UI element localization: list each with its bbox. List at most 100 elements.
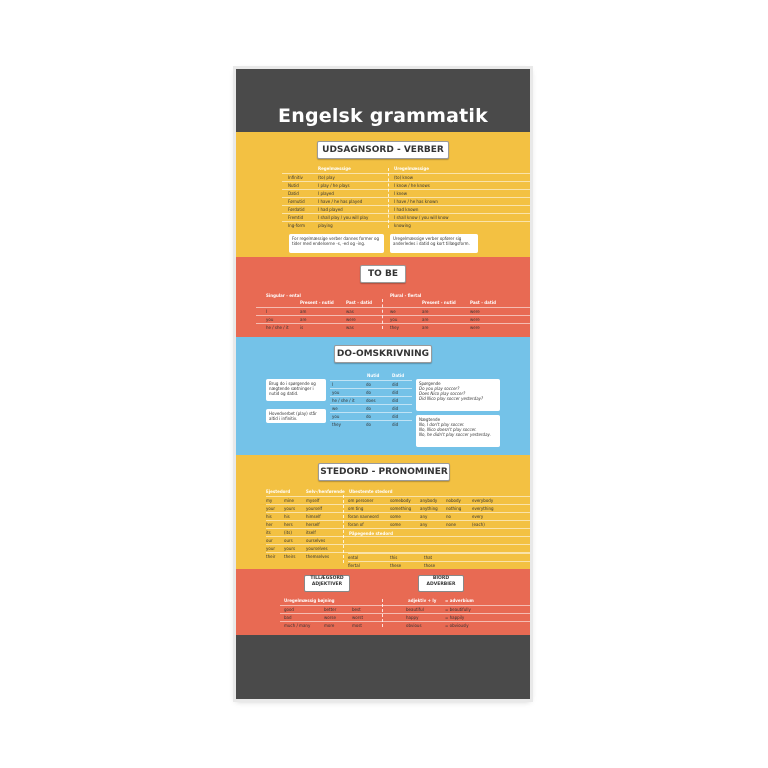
do-pron: you (332, 390, 340, 395)
do-past: did (392, 406, 399, 411)
do-questions-box: Spørgende Do you play soccer?Does Nico p… (416, 379, 500, 411)
verb-irregular: I shall know / you will know (394, 215, 449, 220)
do-past: did (392, 422, 399, 427)
adj-positive: bad (284, 615, 292, 620)
verb-form-label: Datid (288, 191, 299, 196)
tobe-s-pres: am (300, 309, 307, 314)
adj-comparative: more (324, 623, 335, 628)
pronoun-cell: his (284, 514, 290, 519)
pronoun-cell: its (266, 530, 271, 535)
tobe-p-pron: you (390, 317, 398, 322)
pronoun-cell: yours (284, 546, 296, 551)
pronoun-cell: himself (306, 514, 321, 519)
adj-superlative: worst (352, 615, 364, 620)
verb-regular: I shall play / you will play (318, 215, 369, 220)
pronoun-cell: his (266, 514, 272, 519)
tobe-singular-label: Singular - ental (266, 293, 301, 298)
verb-irregular: I have / he has known (394, 199, 438, 204)
pronoun-cell: mine (284, 498, 295, 503)
pronouns-col-possessive: Ejestedord (266, 489, 291, 494)
demo-label: ental (348, 555, 359, 560)
verb-irregular: I knew (394, 191, 408, 196)
verbs-col-regular: Regelmæssige (318, 166, 351, 171)
pronoun-cell: our (266, 538, 273, 543)
tobe-p-pron: we (390, 309, 396, 314)
pronoun-cell: nobody (446, 498, 461, 503)
do-row: they do did (330, 420, 412, 427)
tobe-s-pron: I (266, 309, 268, 314)
verb-regular: I have / he has played (318, 199, 363, 204)
tobe-s-past: was (346, 309, 354, 314)
tobe-p-pron: they (390, 325, 399, 330)
pronoun-cell: yours (284, 506, 296, 511)
do-past: did (392, 382, 399, 387)
tobe-s-pron: he / she / it (266, 325, 289, 330)
adv-adjective: beautiful (406, 607, 424, 612)
verb-regular: playing (318, 223, 333, 228)
pronoun-cell: om personer (348, 498, 374, 503)
pronoun-cell: anything (420, 506, 438, 511)
pronoun-cell: ours (284, 538, 293, 543)
pronoun-cell: any (420, 522, 428, 527)
adj-positive: much / many (284, 623, 311, 628)
verb-form-label: Fremtid (288, 215, 304, 220)
pronouns-col-indefinite: Ubestemte stedord (349, 489, 393, 494)
verb-form-label: Førnutid (288, 199, 305, 204)
do-section: DO-OMSKRIVNING Nutid Datid Brug do i spø… (236, 337, 530, 455)
tobe-p-pres: are (422, 309, 429, 314)
pronouns-col-demonstrative: Påpegende stedord (349, 531, 393, 536)
verb-regular: I played (318, 191, 334, 196)
pronoun-cell: themselves (306, 554, 330, 559)
pronoun-row: its(its)itself (266, 528, 530, 535)
do-pres: do (366, 422, 371, 427)
verb-form-label: Nutid (288, 183, 299, 188)
adj-superlative: most (352, 623, 362, 628)
do-note-infinitive: Hovedverbet (play) står altid i infiniti… (266, 409, 326, 423)
verb-regular: (to) play (318, 175, 335, 180)
do-negatives-title: Nægtende (419, 417, 441, 422)
do-negatives-box: Nægtende No, I don't play soccer.No, Nic… (416, 415, 500, 447)
verb-form-label: Ing-form (288, 223, 306, 228)
verb-irregular: I had known (394, 207, 419, 212)
tobe-col-present-p: Present - nutid (422, 300, 456, 305)
tobe-section: TO BE Singular - ental Plural - flertal … (236, 257, 530, 337)
adj-superlative: best (352, 607, 361, 612)
adv-col-b: = adverbium (445, 598, 474, 603)
verb-form-label: Infinitiv (288, 175, 303, 180)
tobe-s-pres: are (300, 317, 307, 322)
demo-far: that (424, 555, 433, 560)
adj-positive: good (284, 607, 294, 612)
tobe-heading: TO BE (360, 265, 406, 283)
adv-adjective: obvious (406, 623, 422, 628)
adv-result: = beautifully (445, 607, 471, 612)
pronoun-cell: some (390, 522, 401, 527)
tobe-col-past-s: Past - datid (346, 300, 372, 305)
pronoun-cell: your (266, 506, 275, 511)
tobe-s-pres: is (300, 325, 304, 330)
tobe-col-past-p: Past - datid (470, 300, 496, 305)
do-pron: you (332, 414, 340, 419)
pronoun-cell: myself (306, 498, 320, 503)
do-pron: they (332, 422, 341, 427)
tobe-plural-label: Plural - flertal (390, 293, 422, 298)
verbs-col-irregular: Uregelmæssige (394, 166, 429, 171)
pronoun-cell: foran of (348, 522, 364, 527)
pronoun-cell: none (446, 522, 456, 527)
do-pres: does (366, 398, 376, 403)
do-pres: do (366, 406, 371, 411)
